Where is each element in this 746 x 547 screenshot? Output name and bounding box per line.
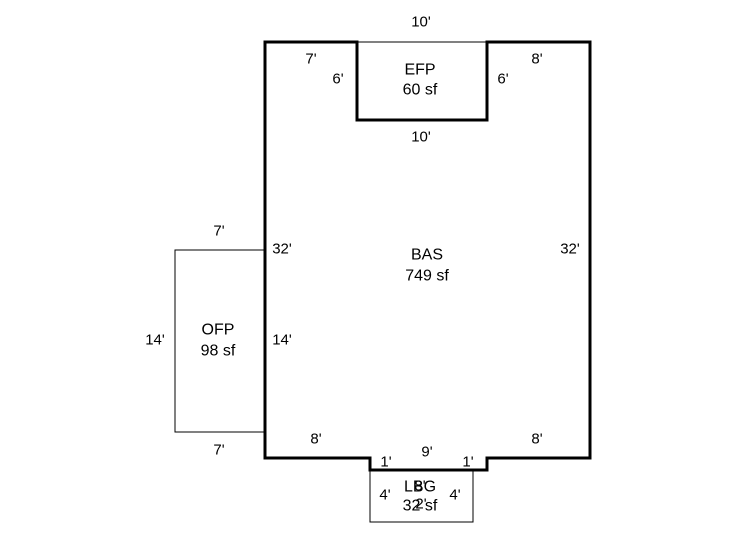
efp-area-name: EFP: [404, 61, 436, 79]
bas-area-name: BAS: [410, 246, 444, 264]
dim-bas-bottom-center: 9': [421, 443, 433, 461]
dim-ofp-right: 14': [272, 331, 292, 349]
dim-efp-left: 6': [332, 70, 344, 88]
dim-bas-right: 32': [560, 240, 580, 258]
lbg-overlap-dimension: 8': [414, 477, 426, 495]
ofp-area-size: 98 sf: [200, 342, 236, 360]
ofp-outline: [174, 249, 265, 433]
lbg-overlap-dimension-2: 2': [415, 495, 427, 513]
dim-notch-right: 1': [462, 453, 474, 471]
efp-area-size: 60 sf: [402, 81, 438, 99]
ofp-area-name: OFP: [201, 321, 235, 339]
dim-efp-top: 10': [411, 13, 431, 31]
dim-bas-top-right: 8': [531, 50, 543, 68]
lbg-outline: [369, 470, 474, 523]
dim-ofp-left: 14': [145, 331, 165, 349]
dim-efp-bottom: 10': [411, 128, 431, 146]
dim-efp-right: 6': [497, 70, 509, 88]
dim-ofp-top: 7': [213, 222, 225, 240]
dim-lbg-right: 4': [449, 486, 461, 504]
dim-lbg-left: 4': [379, 486, 391, 504]
dim-notch-left: 1': [380, 453, 392, 471]
dim-bas-left: 32': [272, 240, 292, 258]
lbg-area-size: 32 sf: [402, 497, 438, 515]
dim-bas-bottom-left: 8': [310, 430, 322, 448]
dim-bas-bottom-right: 8': [531, 430, 543, 448]
dim-bas-top-left: 7': [305, 50, 317, 68]
bas-area-size: 749 sf: [405, 267, 449, 285]
bas-outline: [263, 40, 592, 472]
dim-ofp-bottom: 7': [213, 441, 225, 459]
lbg-area-name: LBG: [403, 478, 437, 496]
